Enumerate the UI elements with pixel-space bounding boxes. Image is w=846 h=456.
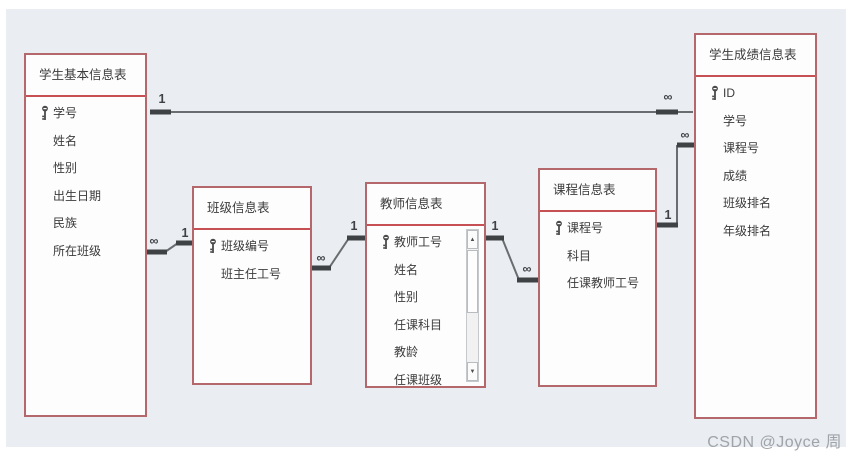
primary-key-icon bbox=[36, 105, 53, 121]
field-name: 班级排名 bbox=[723, 196, 772, 211]
relationship-line[interactable] bbox=[486, 235, 539, 283]
field-row[interactable]: 课程号 bbox=[696, 134, 815, 162]
scrollbar-thumb[interactable] bbox=[467, 250, 478, 313]
field-list: ID 学号课程号成绩班级排名年级排名 bbox=[696, 77, 815, 244]
table-title[interactable]: 学生成绩信息表 bbox=[696, 35, 815, 77]
cardinality-label: ∞ bbox=[149, 234, 159, 248]
field-row[interactable]: 班级编号 bbox=[194, 232, 310, 260]
field-name: 姓名 bbox=[394, 262, 419, 277]
primary-key-icon bbox=[204, 238, 221, 254]
field-name: 学号 bbox=[53, 106, 78, 121]
cardinality-label: ∞ bbox=[663, 90, 673, 104]
scrollbar[interactable]: ▲ ▼ bbox=[466, 229, 479, 382]
table-class-info[interactable]: 班级信息表 班级编号班主任工号 bbox=[192, 186, 312, 385]
table-student-score-info[interactable]: 学生成绩信息表 ID 学号课程号成绩班级排名年级排名 bbox=[694, 33, 817, 419]
field-name: 科目 bbox=[567, 248, 592, 263]
field-name: 班级编号 bbox=[221, 239, 270, 254]
field-row[interactable]: 姓名 bbox=[26, 127, 145, 155]
field-row[interactable]: 任课科目 bbox=[367, 311, 484, 339]
field-name: 姓名 bbox=[53, 133, 78, 148]
cardinality-label: ∞ bbox=[522, 262, 532, 276]
watermark: CSDN @Joyce 周 bbox=[707, 434, 842, 451]
field-name: 年级排名 bbox=[723, 223, 772, 238]
field-row[interactable]: 年级排名 bbox=[696, 217, 815, 245]
field-list: 学号姓名性别出生日期民族所在班级 bbox=[26, 97, 145, 264]
field-name: ID bbox=[723, 85, 735, 100]
table-title[interactable]: 学生基本信息表 bbox=[26, 55, 145, 97]
table-title[interactable]: 课程信息表 bbox=[540, 170, 655, 212]
cardinality-label: 1 bbox=[664, 208, 672, 222]
table-title[interactable]: 教师信息表 bbox=[367, 184, 484, 226]
field-row[interactable]: 教师工号 bbox=[367, 228, 484, 256]
field-name: 学号 bbox=[723, 113, 748, 128]
cardinality-label: 1 bbox=[158, 92, 166, 106]
field-row[interactable]: 性别 bbox=[367, 283, 484, 311]
relationship-line[interactable] bbox=[147, 240, 193, 255]
field-name: 民族 bbox=[53, 216, 78, 231]
scroll-up-icon: ▲ bbox=[469, 236, 476, 243]
field-row[interactable]: 科目 bbox=[540, 242, 655, 270]
field-row[interactable]: ID bbox=[696, 79, 815, 107]
field-row[interactable]: 班级排名 bbox=[696, 189, 815, 217]
field-name: 课程号 bbox=[723, 141, 760, 156]
field-name: 课程号 bbox=[567, 221, 604, 236]
relationship-line[interactable] bbox=[312, 235, 366, 271]
primary-key-icon bbox=[550, 220, 567, 236]
field-name: 任课班级 bbox=[394, 372, 443, 387]
table-title[interactable]: 班级信息表 bbox=[194, 188, 310, 230]
table-course-info[interactable]: 课程信息表 课程号科目任课教师工号 bbox=[538, 168, 657, 387]
scroll-down-button[interactable]: ▼ bbox=[467, 362, 478, 381]
field-row[interactable]: 学号 bbox=[696, 107, 815, 135]
cardinality-label: 1 bbox=[350, 219, 358, 233]
scroll-up-button[interactable]: ▲ bbox=[467, 230, 478, 249]
field-list: 课程号科目任课教师工号 bbox=[540, 212, 655, 297]
relationship-line[interactable] bbox=[656, 142, 694, 228]
field-row[interactable]: 班主任工号 bbox=[194, 260, 310, 288]
cardinality-label: 1 bbox=[491, 219, 499, 233]
cardinality-label: 1 bbox=[181, 226, 189, 240]
field-list: 班级编号班主任工号 bbox=[194, 230, 310, 287]
field-row[interactable]: 姓名 bbox=[367, 256, 484, 284]
field-row[interactable]: 性别 bbox=[26, 154, 145, 182]
field-name: 所在班级 bbox=[53, 243, 102, 258]
primary-key-icon bbox=[377, 234, 394, 250]
table-student-basic-info[interactable]: 学生基本信息表 学号姓名性别出生日期民族所在班级 bbox=[24, 53, 147, 417]
field-row[interactable]: 课程号 bbox=[540, 214, 655, 242]
field-list: 教师工号姓名性别任课科目教龄任课班级 bbox=[367, 226, 484, 393]
field-row[interactable]: 所在班级 bbox=[26, 237, 145, 265]
field-name: 成绩 bbox=[723, 168, 748, 183]
field-name: 任课科目 bbox=[394, 317, 443, 332]
field-name: 性别 bbox=[53, 161, 78, 176]
primary-key-icon bbox=[706, 85, 723, 101]
scroll-down-icon: ▼ bbox=[469, 368, 476, 375]
table-teacher-info[interactable]: 教师信息表 教师工号姓名性别任课科目教龄任课班级 ▲ ▼ bbox=[365, 182, 486, 388]
field-name: 性别 bbox=[394, 290, 419, 305]
field-row[interactable]: 学号 bbox=[26, 99, 145, 127]
field-name: 任课教师工号 bbox=[567, 276, 640, 291]
field-name: 出生日期 bbox=[53, 188, 102, 203]
field-row[interactable]: 教龄 bbox=[367, 338, 484, 366]
field-name: 教师工号 bbox=[394, 235, 443, 250]
field-name: 教龄 bbox=[394, 345, 419, 360]
cardinality-label: ∞ bbox=[680, 128, 690, 142]
cardinality-label: ∞ bbox=[316, 251, 326, 265]
field-row[interactable]: 民族 bbox=[26, 209, 145, 237]
field-row[interactable]: 出生日期 bbox=[26, 182, 145, 210]
field-row[interactable]: 任课教师工号 bbox=[540, 269, 655, 297]
field-row[interactable]: 成绩 bbox=[696, 162, 815, 190]
field-name: 班主任工号 bbox=[221, 266, 282, 281]
field-row[interactable]: 任课班级 bbox=[367, 366, 484, 394]
